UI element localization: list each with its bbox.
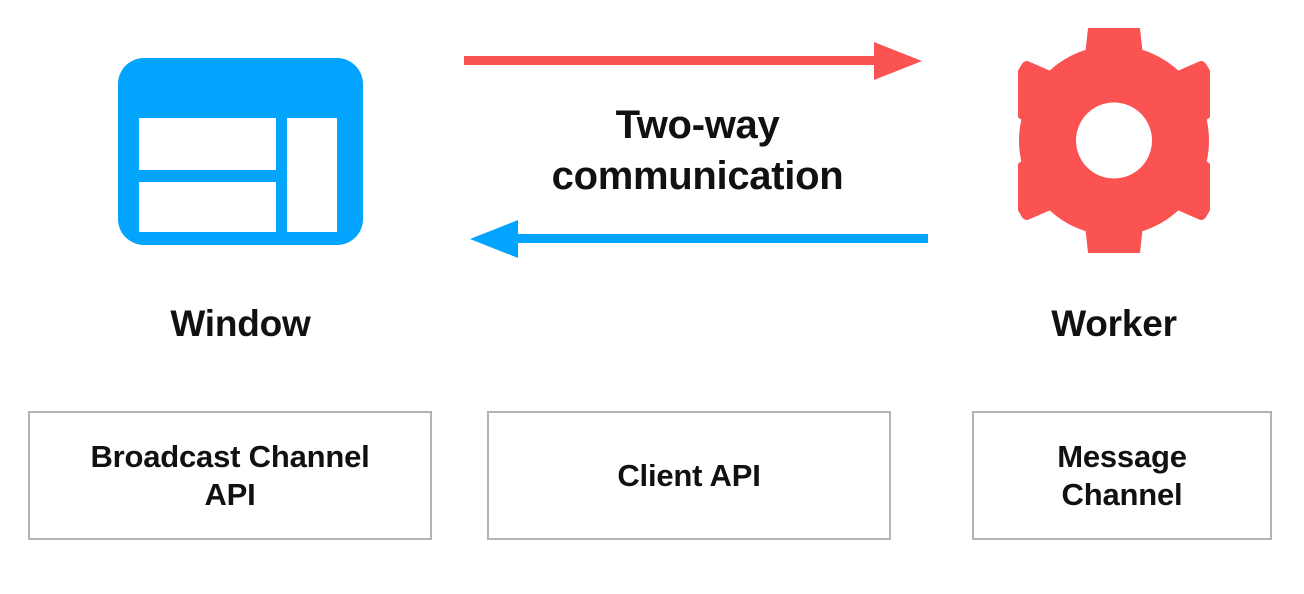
arrow-window-to-worker	[464, 40, 922, 82]
center-caption: Two-way communication	[470, 100, 925, 202]
api-box-label: Message Channel	[1057, 438, 1187, 512]
browser-window-icon	[118, 58, 363, 245]
window-icon-pane-bottom-left	[139, 182, 276, 232]
api-box-broadcast-channel-api: Broadcast Channel API	[28, 411, 432, 540]
center-caption-line-1: Two-way	[615, 103, 780, 147]
node-label-window: Window	[170, 303, 311, 344]
api-box-message-channel: Message Channel	[972, 411, 1272, 540]
api-box-label: Broadcast Channel API	[90, 438, 370, 512]
arrow-worker-to-window	[464, 218, 928, 260]
center-caption-line-2: communication	[551, 154, 844, 199]
window-icon-pane-right	[287, 118, 337, 232]
window-icon-pane-top-left	[139, 118, 276, 170]
node-label-worker: Worker	[1051, 303, 1177, 344]
gear-icon	[1018, 28, 1210, 253]
api-box-client-api: Client API	[487, 411, 891, 540]
api-box-label: Client API	[617, 457, 761, 493]
